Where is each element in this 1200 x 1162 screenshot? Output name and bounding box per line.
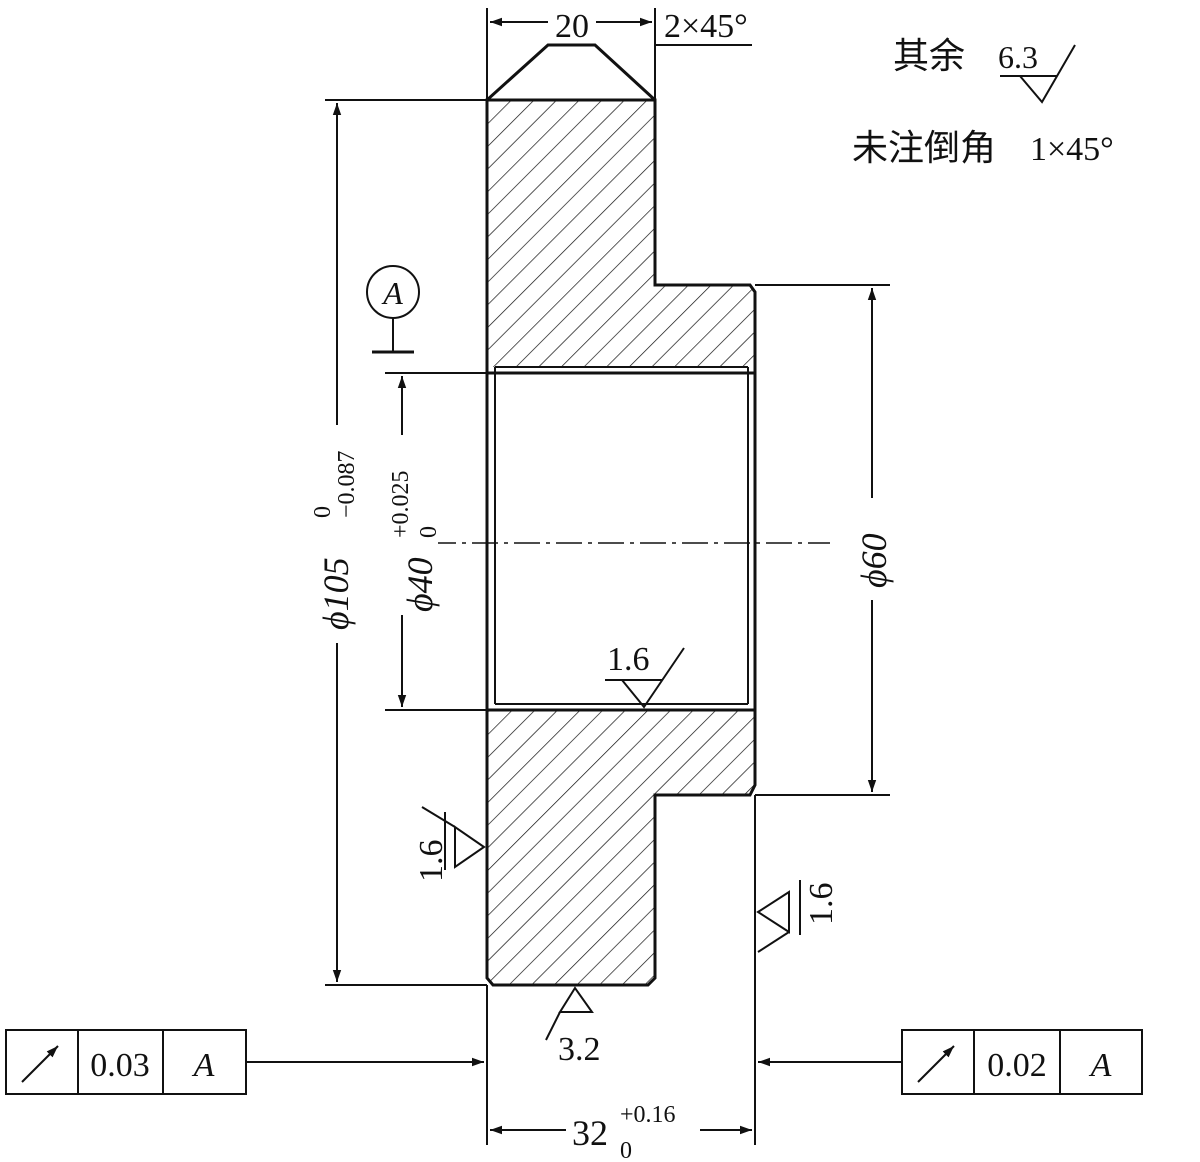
dia-40-tol-lower: 0: [416, 526, 442, 538]
top-chamfer-dimension: 2×45°: [655, 8, 752, 46]
dia-105-value: ϕ105: [316, 557, 356, 630]
left-frame-datum: A: [192, 1047, 215, 1084]
tolerance-frame-right: 0.02 A: [758, 1029, 1143, 1095]
dia-105-tol-lower: −0.087: [334, 450, 360, 518]
dia-40-value: ϕ40: [400, 557, 440, 612]
runout-arrow-icon: [21, 1045, 59, 1083]
note-rest-prefix: 其余: [893, 36, 965, 77]
svg-text:ϕ105: ϕ105: [316, 557, 356, 630]
note-chamfer-value: 1×45°: [1030, 131, 1114, 168]
dimension-dia-40: ϕ40 +0.025 0: [376, 372, 487, 711]
svg-text:ϕ40: ϕ40: [400, 557, 440, 612]
dia-40-tol-upper: +0.025: [388, 470, 414, 538]
overall-length-tol-upper: +0.16: [620, 1102, 676, 1128]
part-section: [430, 43, 830, 987]
tolerance-frame-left: 0.03 A: [5, 1029, 484, 1095]
note-rest-roughness: 6.3: [998, 39, 1038, 75]
dimension-overall-length: 32 +0.16 0: [486, 795, 756, 1162]
section-upper-hatch: [487, 100, 755, 373]
dimension-dia-60: ϕ60: [755, 284, 894, 796]
roughness-right-face: 1.6: [756, 880, 840, 953]
chamfer-dimension-label: 2×45°: [664, 8, 748, 45]
right-frame-datum: A: [1089, 1047, 1112, 1084]
dia-60-value: ϕ60: [854, 533, 894, 588]
datum-label: A: [381, 275, 403, 311]
dimension-dia-105: ϕ105 0 −0.087: [310, 99, 487, 986]
part-outline: [485, 98, 757, 987]
right-frame-value: 0.02: [987, 1047, 1047, 1084]
roughness-left-face: 1.6: [413, 806, 486, 883]
general-notes: 其余 6.3 未注倒角 1×45°: [852, 36, 1114, 169]
roughness-bottom: 3.2: [545, 986, 601, 1068]
roughness-left-value: 1.6: [413, 840, 450, 883]
roughness-bottom-value: 3.2: [558, 1031, 601, 1068]
roughness-right-value: 1.6: [803, 883, 840, 926]
svg-text:ϕ60: ϕ60: [854, 533, 894, 588]
roughness-bore-value: 1.6: [607, 641, 650, 678]
roughness-bore: 1.6: [605, 641, 685, 709]
overall-length-value: 32: [572, 1113, 608, 1153]
dia-105-tol-upper: 0: [310, 506, 336, 518]
roughness-symbol-icon: [1000, 44, 1076, 104]
top-chamfer: [485, 43, 657, 102]
top-dimension-20: 20: [486, 6, 656, 100]
datum-a-symbol: A: [366, 265, 420, 354]
left-frame-value: 0.03: [90, 1047, 150, 1084]
overall-length-tol-lower: 0: [620, 1138, 632, 1162]
width-dimension-label: 20: [555, 8, 589, 45]
note-chamfer-prefix: 未注倒角: [852, 128, 996, 169]
runout-arrow-icon: [917, 1045, 955, 1083]
section-lower-hatch: [487, 710, 755, 985]
